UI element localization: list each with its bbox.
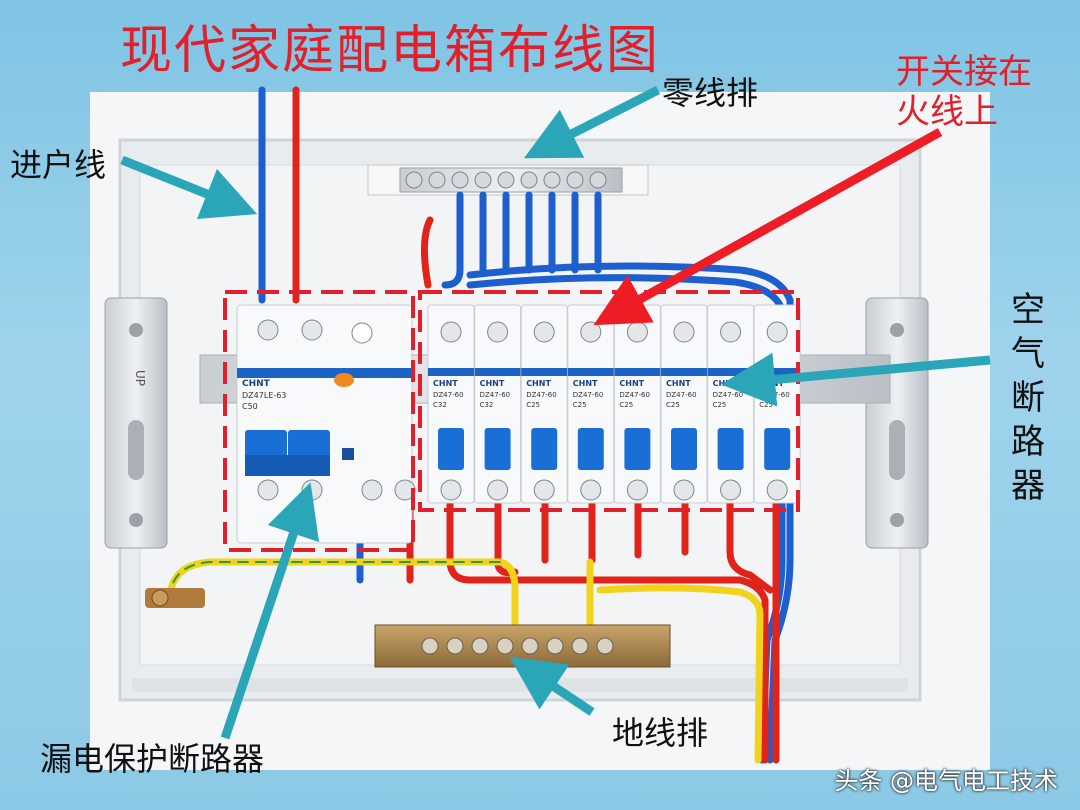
mcb-rating: C25 — [713, 401, 727, 409]
mcb-model: DZ47-60 — [573, 391, 604, 399]
ground-bar-label: 地线排 — [612, 714, 709, 752]
mcb-handle — [577, 428, 604, 470]
neutral-bar — [367, 164, 649, 196]
mcb-handle — [484, 428, 511, 470]
mcb-handle — [717, 428, 744, 470]
mcb-highlight-box — [418, 290, 800, 512]
live-switch-arrow — [593, 128, 943, 326]
mcb-rating: C25 — [759, 401, 773, 409]
mcb-handle — [624, 428, 651, 470]
mcb-handle — [438, 428, 464, 470]
rcbo-breaker: CHNT DZ47LE-63 C50 — [236, 304, 416, 544]
mcb-brand: CHNT — [573, 379, 598, 388]
watermark: 头条 @电气电工技术 — [834, 767, 1058, 795]
air-breaker-label: 空气断路器 — [1011, 290, 1045, 506]
rcbo-model: DZ47LE-63 — [242, 391, 286, 400]
mcb-model: DZ47-60 — [433, 391, 464, 399]
incoming-line-label: 进户线 — [10, 146, 107, 184]
mcb-rating: C32 — [480, 401, 494, 409]
mcb-model: DZ47-60 — [759, 391, 790, 399]
air-breaker-group: CHNTDZ47-60C32CHNTDZ47-60C32CHNTDZ47-60C… — [427, 304, 801, 504]
mcb-model: DZ47-60 — [713, 391, 744, 399]
mcb-rating: C25 — [666, 401, 680, 409]
neutral-bar-label: 零线排 — [662, 74, 759, 112]
mcb-handle — [531, 428, 558, 470]
incoming-line-arrow — [120, 155, 258, 220]
mcb-model: DZ47-60 — [480, 391, 511, 399]
mcb-rating: C25 — [619, 401, 633, 409]
page-title: 现代家庭配电箱布线图 — [120, 21, 661, 81]
rcbo-test-button — [334, 373, 354, 387]
bracket-up-text: UP — [133, 370, 147, 386]
mcb-model: DZ47-60 — [666, 391, 697, 399]
earth-terminal-screw — [145, 588, 205, 608]
rcbo-rating: C50 — [242, 402, 258, 411]
mcb-model: DZ47-60 — [619, 391, 650, 399]
mcb-brand: CHNT — [480, 379, 505, 388]
mcb-brand: CHNT — [526, 379, 551, 388]
ground-bar — [374, 624, 671, 668]
mcb-rating: C32 — [433, 401, 447, 409]
ground-bar-arrow — [509, 657, 595, 716]
mcb-model: DZ47-60 — [526, 391, 557, 399]
mcb-rating: C25 — [573, 401, 587, 409]
mcb-brand: CHNT — [619, 379, 644, 388]
leakage-breaker-arrow — [220, 482, 320, 740]
switch-on-live-label: 开关接在火线上 — [896, 52, 1032, 132]
mcb-handle — [764, 428, 791, 470]
rcbo-brand: CHNT — [242, 379, 271, 389]
mcb-brand: CHNT — [666, 379, 691, 388]
air-breaker-arrow — [721, 352, 991, 407]
leakage-breaker-label: 漏电保护断路器 — [40, 740, 265, 778]
mcb-brand: CHNT — [433, 379, 458, 388]
right-mounting-bracket — [865, 297, 929, 549]
mcb-handle — [671, 428, 697, 470]
neutral-bar-arrow — [523, 85, 661, 159]
left-mounting-bracket: UP — [104, 297, 168, 549]
mcb-brand: CHNT — [713, 379, 738, 388]
mcb-rating: C25 — [526, 401, 540, 409]
